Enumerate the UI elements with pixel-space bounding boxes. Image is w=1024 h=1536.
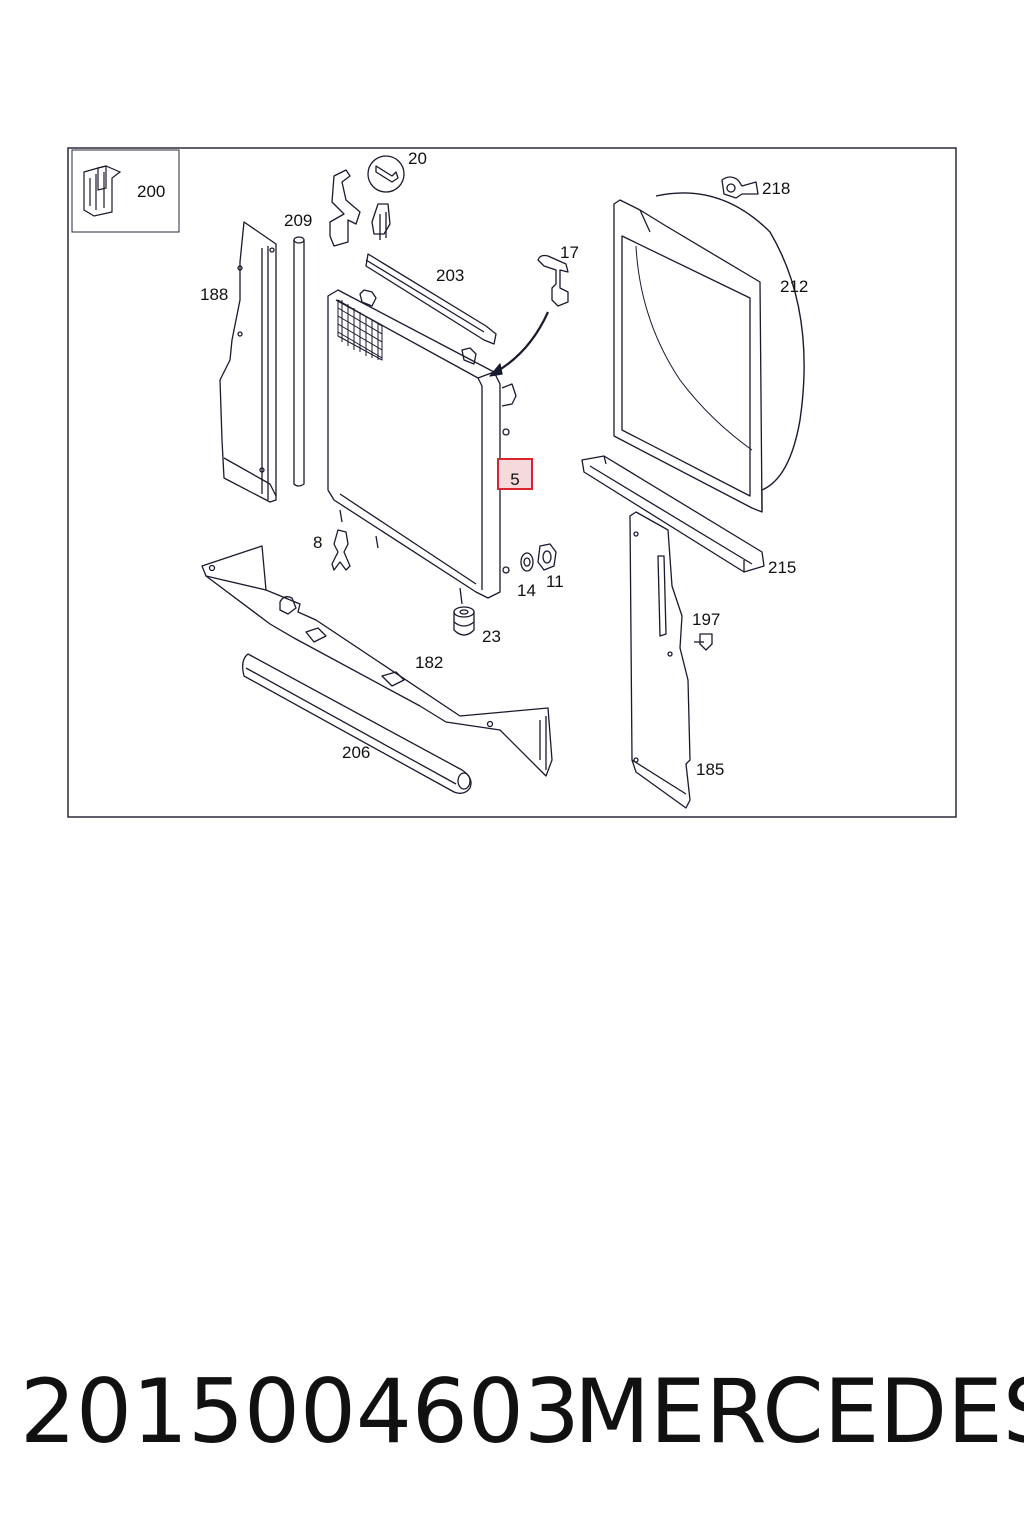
callout-212: 212 bbox=[780, 277, 808, 296]
callout-203: 203 bbox=[436, 266, 464, 285]
clip-icon bbox=[83, 165, 122, 217]
highlight-part-5[interactable]: 5 bbox=[497, 458, 533, 490]
callout-197: 197 bbox=[692, 610, 720, 629]
part-203-strip[interactable] bbox=[365, 253, 497, 345]
part-20-bracket[interactable] bbox=[329, 169, 391, 247]
callout-23: 23 bbox=[482, 627, 501, 646]
part-188-side-panel[interactable] bbox=[219, 221, 277, 503]
part-number: 2015004603 bbox=[20, 1360, 580, 1463]
callout-20: 20 bbox=[408, 149, 427, 168]
part-8-clip[interactable] bbox=[331, 529, 351, 571]
callout-5: 5 bbox=[510, 470, 519, 489]
callout-17: 17 bbox=[560, 243, 579, 262]
callout-209: 209 bbox=[284, 211, 312, 230]
part-5-radiator[interactable] bbox=[327, 289, 517, 605]
footer: 2015004603 MERCEDES bbox=[0, 1350, 1024, 1480]
part-206-seal[interactable] bbox=[242, 653, 472, 794]
arrow-to-radiator bbox=[495, 311, 550, 373]
callout-8: 8 bbox=[313, 533, 322, 552]
part-11-nut[interactable] bbox=[537, 543, 557, 571]
callout-182: 182 bbox=[415, 653, 443, 672]
part-212-fan-shroud[interactable] bbox=[613, 192, 805, 513]
brand-name: MERCEDES bbox=[574, 1360, 1024, 1463]
parts-diagram: 200 bbox=[67, 147, 957, 818]
callout-218: 218 bbox=[762, 179, 790, 198]
inset-label: 200 bbox=[137, 182, 165, 201]
part-14-washer[interactable] bbox=[520, 552, 534, 572]
callout-185: 185 bbox=[696, 760, 724, 779]
callout-11: 11 bbox=[546, 572, 564, 591]
part-182-crossmember[interactable] bbox=[201, 545, 553, 777]
wrench-icon bbox=[367, 155, 405, 193]
part-197-rivet[interactable] bbox=[694, 633, 713, 651]
part-185-side-panel[interactable] bbox=[629, 511, 691, 809]
callout-206: 206 bbox=[342, 743, 370, 762]
callout-215: 215 bbox=[768, 558, 796, 577]
part-23-grommet[interactable] bbox=[453, 606, 475, 636]
part-215-lower-seal[interactable] bbox=[581, 455, 765, 573]
callout-188: 188 bbox=[200, 285, 228, 304]
part-218-clip[interactable] bbox=[721, 176, 759, 199]
part-17-screw[interactable] bbox=[537, 254, 569, 307]
callout-14: 14 bbox=[517, 581, 536, 600]
part-209-rod[interactable] bbox=[293, 236, 305, 487]
diagram-frame bbox=[67, 147, 957, 818]
inset-box: 200 bbox=[71, 149, 180, 233]
